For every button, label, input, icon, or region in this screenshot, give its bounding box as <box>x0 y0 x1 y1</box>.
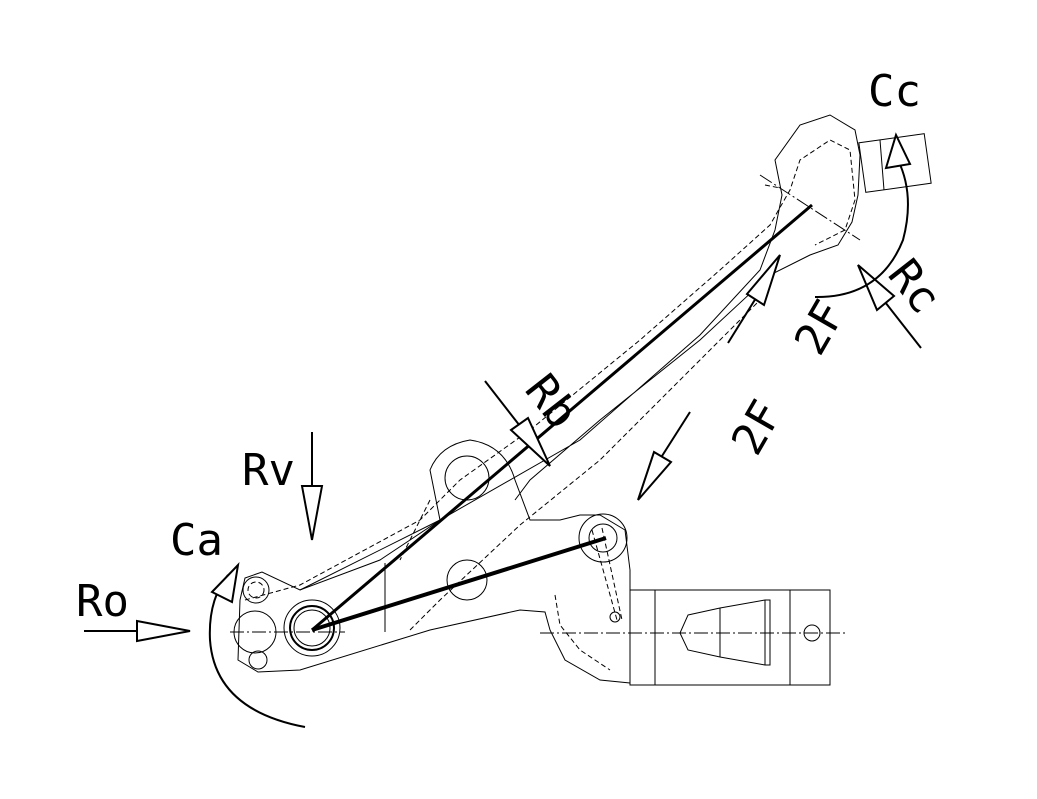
label-ro: Ro <box>76 576 129 627</box>
label-2f-upper: 2F <box>785 292 856 363</box>
force-2f-upper-arrow <box>727 254 781 344</box>
ro-arrow <box>84 619 191 643</box>
force-2f-lower-arrow <box>637 411 691 501</box>
label-cc: Cc <box>868 66 921 117</box>
label-rv: Rv <box>242 445 295 496</box>
rv-arrow <box>300 432 324 541</box>
secondary-link-line <box>311 536 607 632</box>
end-fitting <box>591 527 831 686</box>
rb-arrow <box>484 380 551 467</box>
cc-moment-arrow <box>814 132 912 299</box>
top-end-fitting <box>764 133 932 193</box>
main-link-line <box>311 203 813 632</box>
label-rc: Rc <box>878 250 951 323</box>
rc-arrow <box>857 264 922 349</box>
label-ca: Ca <box>170 515 223 566</box>
label-2f-lower: 2F <box>722 392 793 463</box>
ca-moment-arrow <box>208 562 306 728</box>
bracket-part-outline <box>230 114 861 684</box>
